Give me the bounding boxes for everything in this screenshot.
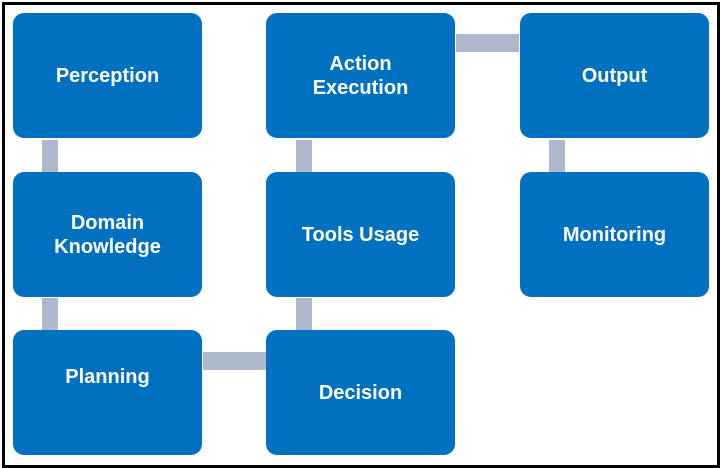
connector-action-execution-output: [456, 34, 519, 52]
connector-decision-tools-usage: [296, 298, 312, 330]
node-monitoring: Monitoring: [520, 172, 709, 297]
connector-tools-usage-action-execution: [296, 140, 312, 172]
node-tools-usage: Tools Usage: [266, 172, 455, 297]
node-perception: Perception: [13, 13, 202, 138]
node-planning-label: Planning: [65, 365, 150, 388]
connector-planning-decision: [203, 352, 266, 370]
connector-domain-knowledge-planning: [42, 298, 58, 330]
node-perception-label: Perception: [55, 64, 160, 87]
node-decision: Decision: [266, 330, 455, 455]
node-tools-usage-label: Tools Usage: [301, 223, 420, 246]
node-output-label: Output: [581, 64, 648, 87]
node-planning: Planning: [13, 330, 202, 455]
connector-perception-domain-knowledge: [42, 140, 58, 172]
node-output: Output: [520, 13, 709, 138]
node-monitoring-label: Monitoring: [562, 223, 667, 246]
node-decision-label: Decision: [318, 381, 403, 404]
connector-output-monitoring: [549, 140, 565, 172]
